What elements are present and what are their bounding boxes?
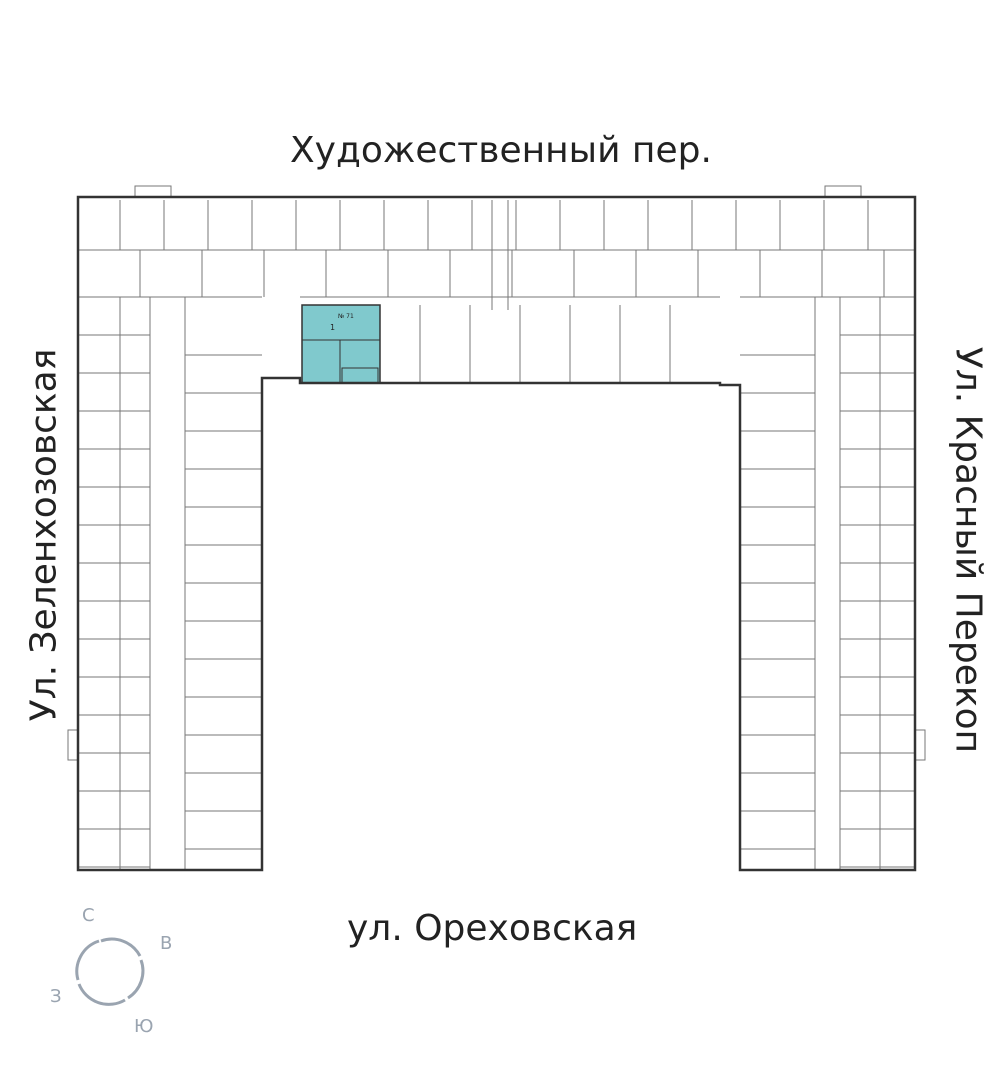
balcony [134,185,172,198]
compass-arc-west-north [75,939,100,981]
compass-arc-north-east [100,937,142,957]
street-label-bottom: ул. Ореховская [347,908,638,949]
compass [75,937,145,1006]
compass-north-label: С [82,905,95,926]
building-outline [76,195,917,872]
apartment-rooms: 1 [330,323,335,332]
compass-south-label: Ю [134,1016,154,1037]
compass-arc-south-west [77,983,126,1006]
balcony [67,729,79,761]
balcony [824,185,862,198]
highlighted-apartment[interactable] [301,304,381,384]
compass-arc-east-south [127,959,145,1000]
compass-east-label: В [160,933,173,954]
street-label-top: Художественный пер. [290,130,712,171]
compass-west-label: З [50,986,62,1007]
apartment-number: № 71 [338,313,354,320]
balcony [914,729,926,761]
